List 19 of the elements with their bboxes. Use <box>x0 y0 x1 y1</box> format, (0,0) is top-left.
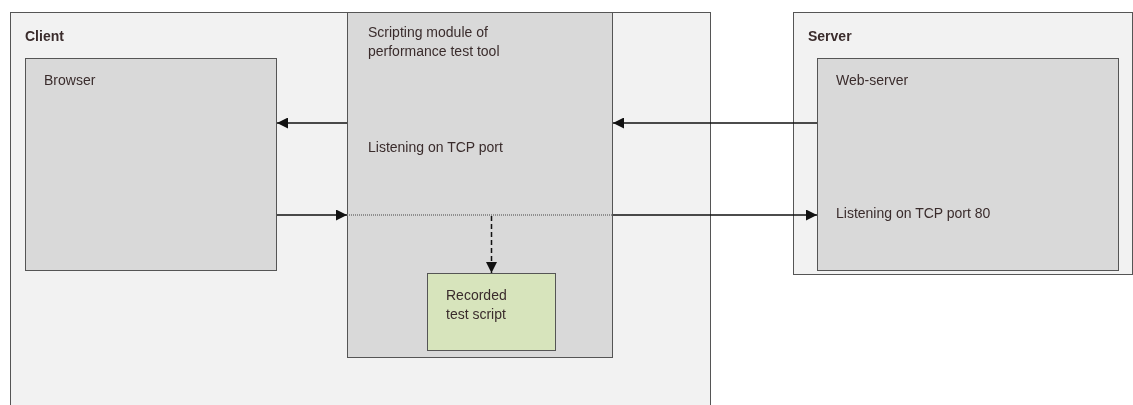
node-note: Listening on TCP port <box>368 138 504 157</box>
module-box <box>347 12 613 358</box>
node-title: Server <box>808 27 853 46</box>
arrow <box>276 209 348 221</box>
node-title: Web-server <box>836 71 910 90</box>
dashed-arrow <box>486 215 497 274</box>
node-note: Listening on TCP port 80 <box>836 204 992 223</box>
web-server-box <box>817 58 1119 271</box>
browser-box <box>25 58 277 271</box>
client-panel <box>10 12 711 405</box>
arrow <box>612 209 818 221</box>
node-title: Browser <box>44 71 97 90</box>
node-title: Scripting module of performance test tool <box>368 23 501 61</box>
node-title: Recorded test script <box>446 286 508 324</box>
arrow <box>612 117 818 129</box>
node-title: Client <box>25 27 65 46</box>
server-panel <box>793 12 1133 275</box>
arrow <box>276 117 348 129</box>
script-box <box>427 273 556 351</box>
